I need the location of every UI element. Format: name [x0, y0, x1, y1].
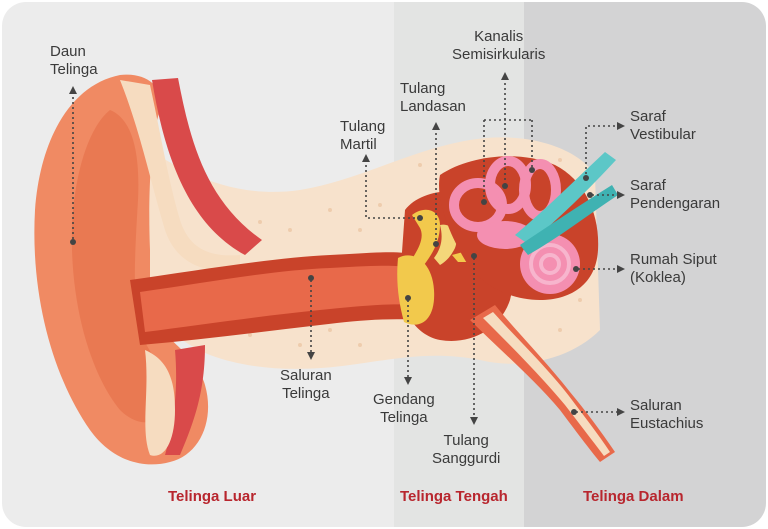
label-saluran-eustachius: Saluran Eustachius	[630, 397, 703, 433]
label-rumah-siput: Rumah Siput (Koklea)	[630, 251, 717, 287]
label-tulang-landasan: Tulang Landasan	[400, 80, 466, 116]
label-saraf-vestibular: Saraf Vestibular	[630, 108, 696, 144]
section-title-inner: Telinga Dalam	[583, 488, 684, 505]
section-title-middle: Telinga Tengah	[400, 488, 508, 505]
label-gendang-telinga: Gendang Telinga	[373, 391, 435, 427]
label-daun-telinga: Daun Telinga	[50, 43, 98, 79]
label-saraf-pendengaran: Saraf Pendengaran	[630, 177, 720, 213]
section-title-outer: Telinga Luar	[168, 488, 256, 505]
label-kanalis-semisirkularis: Kanalis Semisirkularis	[452, 28, 545, 64]
label-tulang-sanggurdi: Tulang Sanggurdi	[432, 432, 500, 468]
label-tulang-martil: Tulang Martil	[340, 118, 385, 154]
label-saluran-telinga: Saluran Telinga	[280, 367, 332, 403]
